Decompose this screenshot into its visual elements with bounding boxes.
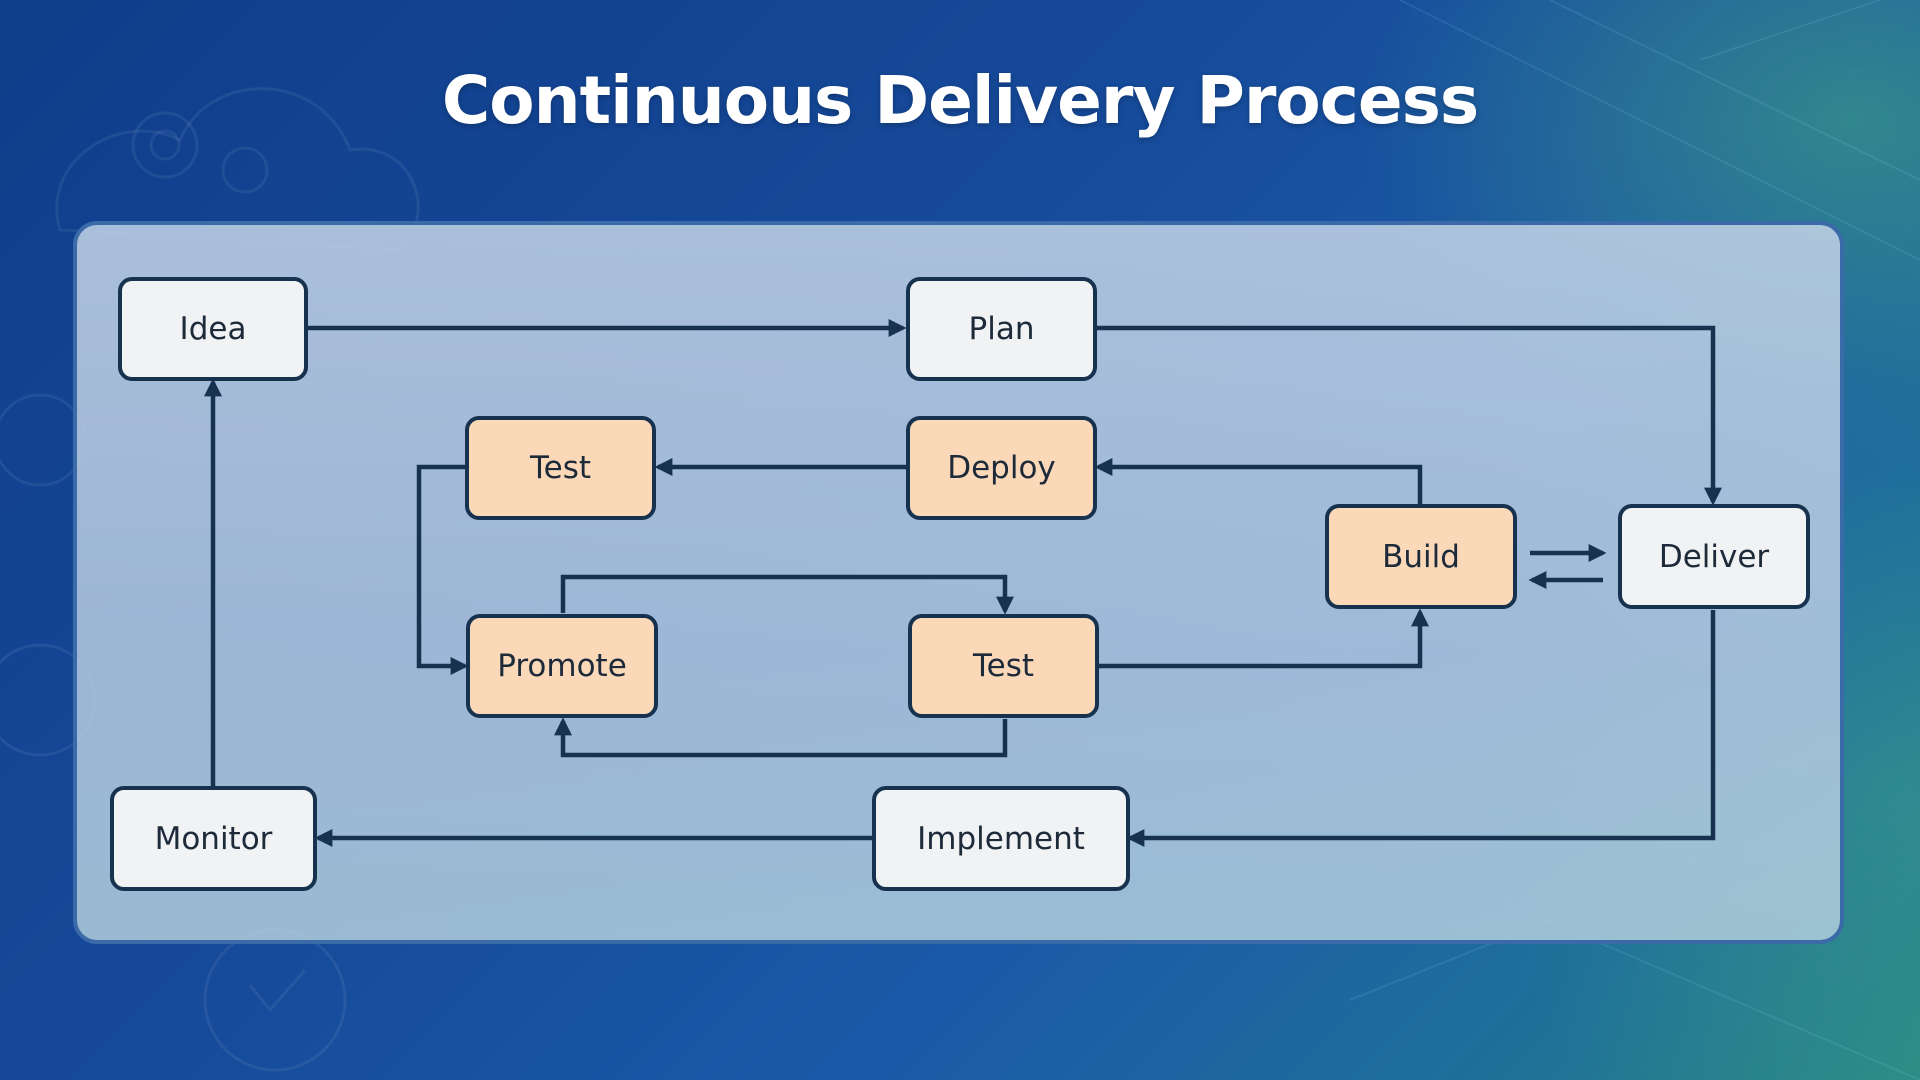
- node-deliver: Deliver: [1618, 504, 1810, 609]
- node-promote: Promote: [466, 614, 658, 718]
- edge-test-to-promote: [416, 464, 469, 675]
- edge-build-to-deploy: [1094, 458, 1423, 505]
- node-deploy-label: Deploy: [947, 450, 1056, 486]
- node-test-top: Test: [465, 416, 656, 520]
- edge-plan-to-deliver: [1095, 325, 1722, 506]
- node-idea-label: Idea: [179, 311, 247, 347]
- node-test-mid: Test: [908, 614, 1099, 718]
- node-test-mid-label: Test: [972, 648, 1035, 684]
- gear-decor-icon-small: [221, 146, 269, 194]
- node-implement: Implement: [872, 786, 1130, 891]
- node-build: Build: [1325, 504, 1517, 609]
- node-build-label: Build: [1382, 538, 1460, 575]
- node-plan-label: Plan: [968, 311, 1035, 347]
- node-promote-label: Promote: [497, 648, 627, 684]
- edge-promote-to-test: [560, 574, 1014, 615]
- node-deliver-label: Deliver: [1658, 538, 1770, 575]
- edge-test-to-promote-bottom: [554, 717, 1008, 758]
- edge-test-to-build: [1098, 608, 1429, 669]
- gear-decor-icon: [131, 111, 199, 179]
- node-plan: Plan: [906, 277, 1097, 381]
- edge-deliver-to-implement: [1126, 610, 1716, 847]
- cloud-decor-icon: [55, 87, 420, 252]
- page-title: Continuous Delivery Process: [441, 62, 1479, 139]
- node-implement-label: Implement: [917, 820, 1085, 857]
- node-idea: Idea: [118, 277, 308, 381]
- node-deploy: Deploy: [906, 416, 1097, 520]
- node-monitor: Monitor: [110, 786, 317, 891]
- node-test-top-label: Test: [529, 450, 592, 486]
- node-monitor-label: Monitor: [154, 820, 273, 857]
